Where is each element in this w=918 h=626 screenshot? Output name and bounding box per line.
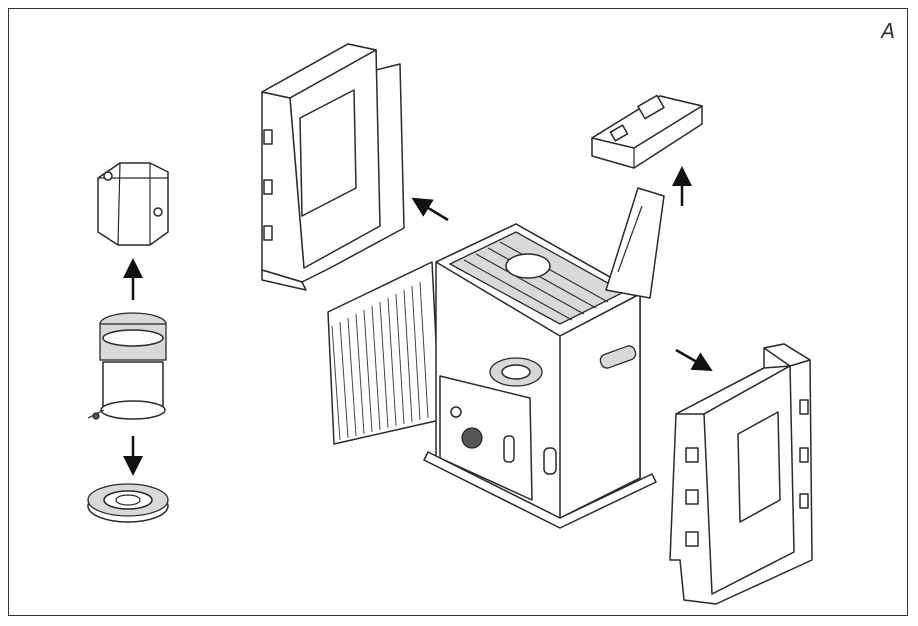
left-side-panel-part bbox=[261, 43, 405, 291]
chimney-cap-part bbox=[97, 162, 169, 246]
heater-body-part bbox=[327, 187, 665, 529]
top-control-part bbox=[591, 94, 703, 169]
burner-base-ring-part bbox=[87, 483, 169, 523]
right-side-panel-part bbox=[669, 343, 813, 605]
arrow-right-panel bbox=[675, 348, 713, 371]
arrow-left-panel bbox=[411, 197, 449, 222]
wick-burner-part bbox=[87, 312, 167, 420]
figure-label: A bbox=[881, 19, 895, 43]
